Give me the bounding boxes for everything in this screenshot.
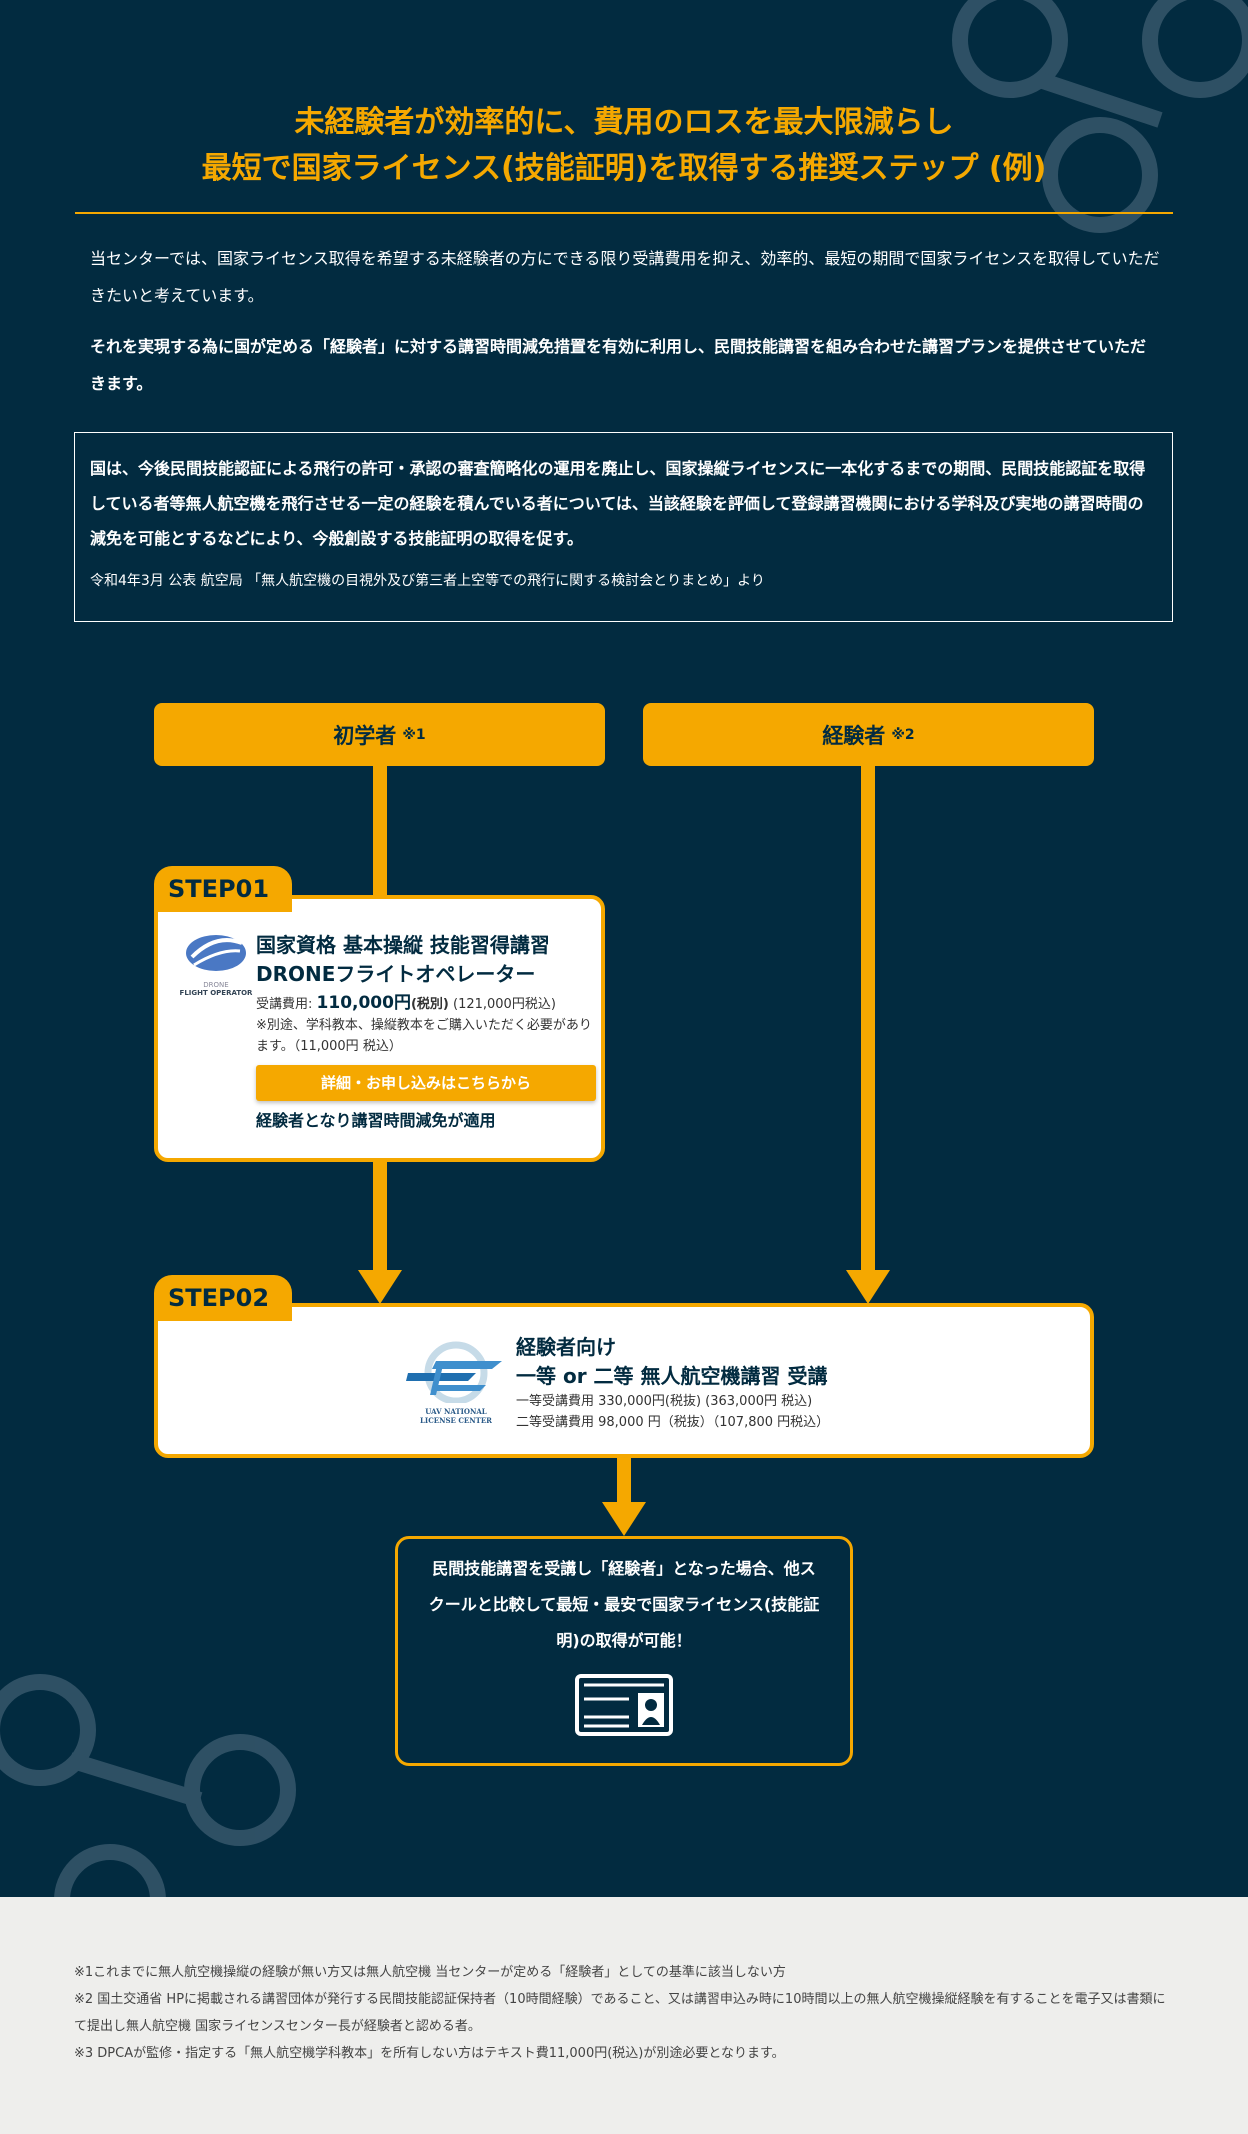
id-card-icon [575,1674,673,1736]
fee-note: ※別途、学科教本、操縦教本をご購入いただく必要があります。（11,000円 税込… [256,1018,592,1054]
footnote: ※1これまでに無人航空機操縦の経験が無い方又は無人航空機 当センターが定める「経… [74,1965,786,1980]
category-note: ※1 [402,726,426,743]
result-text: 民間技能講習を受講し「経験者」となった場合、他スクールと比較して最短・最安で国家… [428,1559,820,1650]
flow-line [861,766,875,1272]
step01-card: DRONE FLIGHT OPERATOR 国家資格 基本操縦 技能習得講習 D… [154,895,605,1162]
logo-text: UAV NATIONAL [425,1407,487,1416]
intro-paragraph: 当センターでは、国家ライセンス取得を希望する未経験者の方にできる限り受講費用を抑… [90,249,1160,305]
title-line-2: 最短で国家ライセンス(技能証明)を取得する推奨ステップ (例) [201,151,1047,186]
category-note: ※2 [891,726,915,743]
category-label: 初学者 [333,723,397,748]
drone-logo-icon [186,935,246,971]
fee-value: 110,000円 [316,993,411,1013]
title-line-1: 未経験者が効率的に、費用のロスを最大限減らし [294,105,954,140]
flow-line [373,1160,387,1272]
fee-second-class: 二等受講費用 98,000 円（税抜）（107,800 円税込） [516,1415,830,1430]
footnote: ※2 国土交通省 HPに掲載される講習団体が発行する民間技能認証保持者（10時間… [74,1992,1166,2034]
step01-tab: STEP01 [154,866,292,912]
category-beginner: 初学者 ※1 [154,703,605,766]
logo-text: DRONE [203,981,229,989]
logo-text: FLIGHT OPERATOR [179,989,253,997]
quote-text: 国は、今後民間技能認証による飛行の許可・承認の審査簡略化の運用を廃止し、国家操縦… [90,459,1146,548]
step02-tab: STEP02 [154,1275,292,1321]
fee-tax: (税別) [410,997,449,1012]
details-apply-button[interactable]: 詳細・お申し込みはこちらから [256,1065,596,1101]
step-result: 経験者となり講習時間減免が適用 [256,1111,496,1130]
arrow-down-icon [358,1270,402,1304]
title-divider [75,212,1173,214]
flow-line [373,766,387,898]
course-subtitle: DRONEフライトオペレーター [256,962,536,986]
arrow-down-icon [602,1502,646,1536]
quote-box: 国は、今後民間技能認証による飛行の許可・承認の審査簡略化の運用を廃止し、国家操縦… [74,432,1173,622]
category-experienced: 経験者 ※2 [643,703,1094,766]
flow-line [617,1456,631,1504]
intro-paragraph-bold: それを実現する為に国が定める「経験者」に対する講習時間減免措置を有効に利用し、民… [90,337,1147,393]
result-box: 民間技能講習を受講し「経験者」となった場合、他スクールと比較して最短・最安で国家… [395,1536,853,1766]
uav-logo-icon [406,1341,502,1405]
uav-license-center-logo: UAV NATIONAL LICENSE CENTER [406,1339,506,1425]
quote-source: 令和4年3月 公表 航空局 「無人航空機の目視外及び第三者上空等での飛行に関する… [90,573,765,589]
fee-first-class: 一等受講費用 330,000円(税抜) (363,000円 税込) [516,1394,813,1409]
step02-card: UAV NATIONAL LICENSE CENTER 経験者向け 一等 or … [154,1303,1094,1458]
fee-incl: (121,000円税込) [453,997,556,1012]
course-title: 経験者向け [516,1335,616,1359]
fee-label: 受講費用: [256,997,313,1012]
drone-decoration-icon [0,0,1248,1900]
category-label: 経験者 [822,723,886,748]
footnotes: ※1これまでに無人航空機操縦の経験が無い方又は無人航空機 当センターが定める「経… [0,1897,1248,2134]
logo-text: LICENSE CENTER [420,1416,492,1425]
page-title: 未経験者が効率的に、費用のロスを最大限減らし 最短で国家ライセンス(技能証明)を… [0,100,1248,192]
drone-flight-operator-logo: DRONE FLIGHT OPERATOR [176,929,256,997]
course-title: 国家資格 基本操縦 技能習得講習 [256,933,550,957]
footnote: ※3 DPCAが監修・指定する「無人航空機学科教本」を所有しない方はテキスト費1… [74,2046,785,2061]
arrow-down-icon [846,1270,890,1304]
course-subtitle: 一等 or 二等 無人航空機講習 受講 [516,1364,828,1388]
